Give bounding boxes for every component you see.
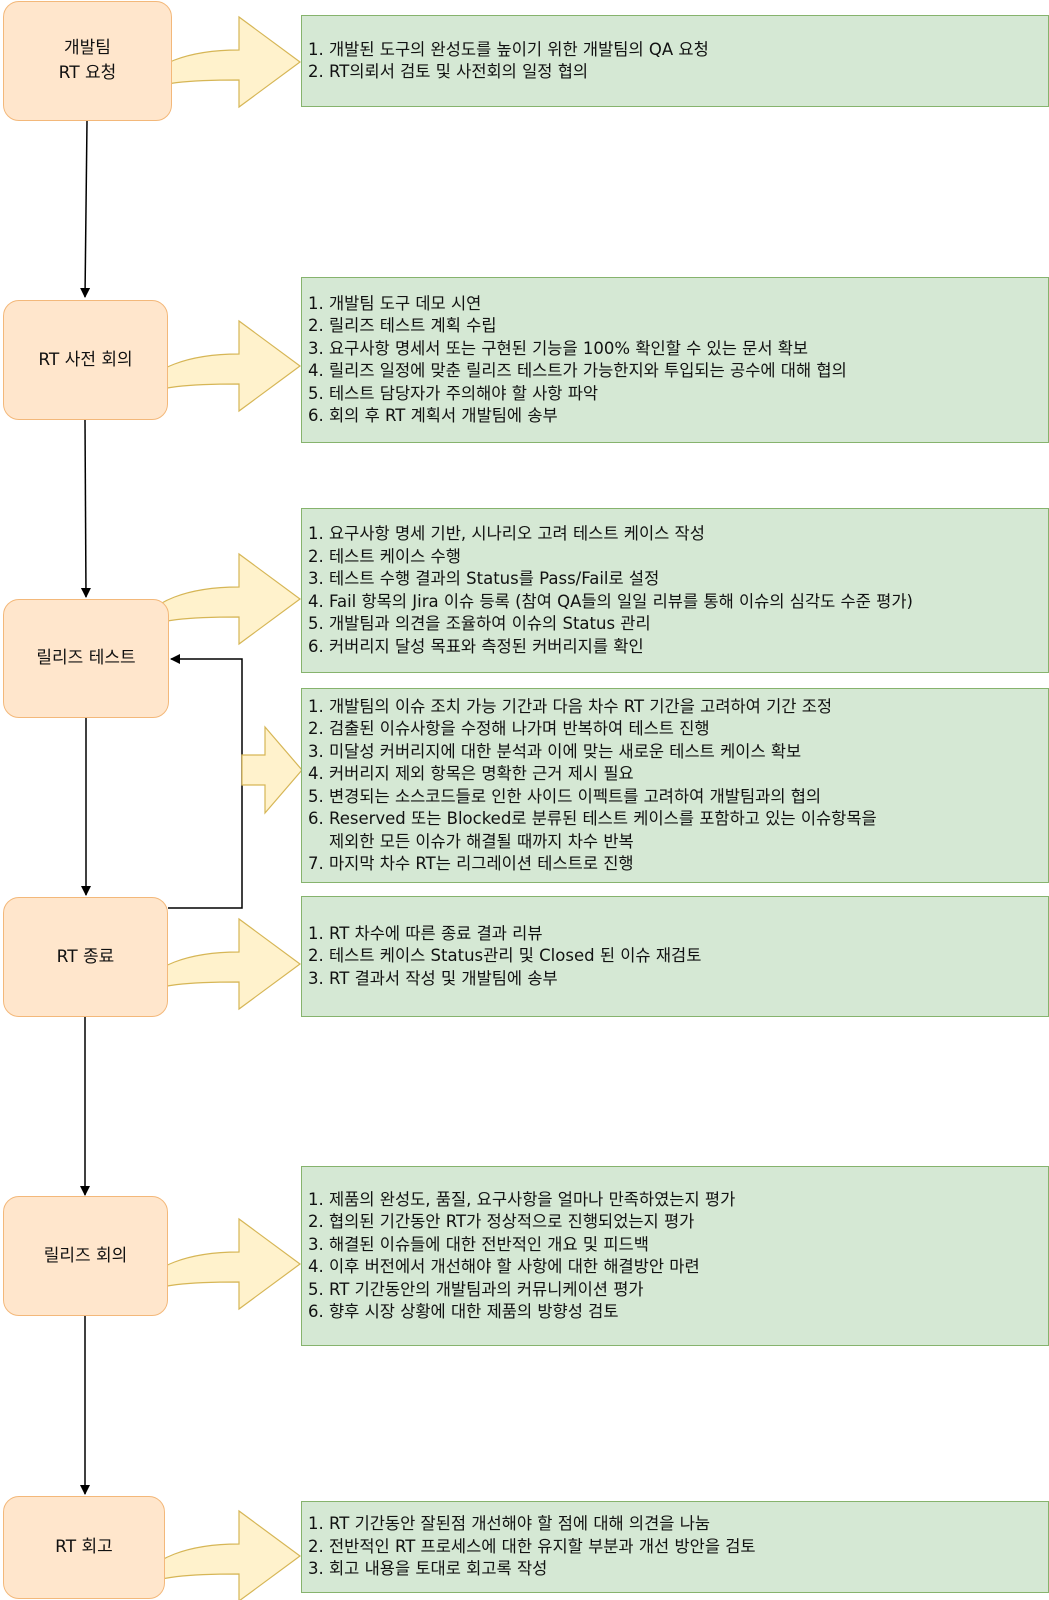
note-item: 3. 회고 내용을 토대로 회고록 작성	[308, 1559, 548, 1579]
note-item: 3. 요구사항 명세서 또는 구현된 기능을 100% 확인할 수 있는 문서 …	[308, 338, 809, 358]
note-item: 6. Reserved 또는 Blocked로 분류된 테스트 케이스를 포함하…	[308, 809, 877, 828]
note-item: 5. 테스트 담당자가 주의해야 할 사항 파악	[308, 383, 599, 403]
callout-arrow-4	[241, 725, 303, 815]
note-item: 3. 미달성 커버리지에 대한 분석과 이에 맞는 새로운 테스트 케이스 확보	[308, 741, 802, 761]
note-item: 4. Fail 항목의 Jira 이슈 등록 (참여 QA들의 일일 리뷰를 통…	[308, 591, 913, 611]
note-item: 1. 개발팀 도구 데모 시연	[308, 293, 482, 313]
note-item: 2. 릴리즈 테스트 계획 수립	[308, 316, 497, 335]
note-item: 2. 테스트 케이스 Status관리 및 Closed 된 이슈 재검토	[308, 946, 702, 966]
note-item: 6. 향후 시장 상황에 대한 제품의 방향성 검토	[308, 1302, 619, 1321]
step-rt-end: RT 종료	[3, 897, 168, 1017]
note-item: 1. 개발팀의 이슈 조치 가능 기간과 다음 차수 RT 기간을 고려하여 기…	[308, 696, 833, 716]
note-rt-end: 1. RT 차수에 따른 종료 결과 리뷰 2. 테스트 케이스 Status관…	[301, 896, 1049, 1017]
note-item: 5. 개발팀과 의견을 조율하여 이슈의 Status 관리	[308, 614, 651, 633]
note-item: 1. RT 기간동안 잘된점 개선해야 할 점에 대해 의견을 나눔	[308, 1514, 711, 1534]
note-item: 1. 제품의 완성도, 품질, 요구사항을 얼마나 만족하였는지 평가	[308, 1189, 736, 1209]
note-item: 6. 커버리지 달성 목표와 측정된 커버리지를 확인	[308, 636, 644, 656]
note-item: 4. 이후 버전에서 개선해야 할 사항에 대한 해결방안 마련	[308, 1257, 700, 1276]
note-item: 3. 테스트 수행 결과의 Status를 Pass/Fail로 설정	[308, 569, 660, 588]
note-release-meeting: 1. 제품의 완성도, 품질, 요구사항을 얼마나 만족하였는지 평가 2. 협…	[301, 1166, 1049, 1346]
note-item: 2. 협의된 기간동안 RT가 정상적으로 진행되었는지 평가	[308, 1212, 695, 1231]
note-iteration: 1. 개발팀의 이슈 조치 가능 기간과 다음 차수 RT 기간을 고려하여 기…	[301, 688, 1049, 883]
note-item: 제외한 모든 이슈가 해결될 때까지 차수 반복	[308, 831, 634, 851]
step-rt-pre-meeting: RT 사전 회의	[3, 300, 168, 420]
note-item: 5. 변경되는 소스코드들로 인한 사이드 이펙트를 고려하여 개발팀과의 협의	[308, 786, 822, 806]
note-item: 5. RT 기간동안의 개발팀과의 커뮤니케이션 평가	[308, 1279, 644, 1299]
flow-arrow-2	[80, 419, 91, 598]
note-item: 4. 커버리지 제외 항목은 명확한 근거 제시 필요	[308, 764, 634, 783]
step-rt-retrospective: RT 회고	[3, 1496, 165, 1599]
note-rt-pre-meeting: 1. 개발팀 도구 데모 시연 2. 릴리즈 테스트 계획 수립 3. 요구사항…	[301, 277, 1049, 443]
note-item: 1. 요구사항 명세 기반, 시나리오 고려 테스트 케이스 작성	[308, 524, 705, 543]
note-item: 2. RT의뢰서 검토 및 사전회의 일정 협의	[308, 62, 589, 81]
note-item: 4. 릴리즈 일정에 맞춘 릴리즈 테스트가 가능한지와 투입되는 공수에 대해…	[308, 361, 847, 380]
note-item: 3. RT 결과서 작성 및 개발팀에 송부	[308, 968, 558, 988]
step-rt-request: 개발팀 RT 요청	[3, 1, 172, 121]
note-item: 2. 테스트 케이스 수행	[308, 546, 461, 566]
flow-arrow-1	[80, 120, 91, 298]
note-item: 3. 해결된 이슈들에 대한 전반적인 개요 및 피드백	[308, 1234, 649, 1254]
note-item: 7. 마지막 차수 RT는 리그레이션 테스트로 진행	[308, 854, 634, 873]
note-release-test: 1. 요구사항 명세 기반, 시나리오 고려 테스트 케이스 작성 2. 테스트…	[301, 508, 1049, 673]
note-item: 1. 개발된 도구의 완성도를 높이기 위한 개발팀의 QA 요청	[308, 39, 709, 59]
step-release-meeting: 릴리즈 회의	[3, 1196, 168, 1316]
note-item: 2. 검출된 이슈사항을 수정해 나가며 반복하여 테스트 진행	[308, 719, 710, 738]
note-rt-request: 1. 개발된 도구의 완성도를 높이기 위한 개발팀의 QA 요청 2. RT의…	[301, 15, 1049, 107]
step-release-test: 릴리즈 테스트	[3, 599, 169, 718]
note-item: 2. 전반적인 RT 프로세스에 대한 유지할 부분과 개선 방안을 검토	[308, 1536, 756, 1556]
note-rt-retrospective: 1. RT 기간동안 잘된점 개선해야 할 점에 대해 의견을 나눔 2. 전반…	[301, 1501, 1049, 1593]
note-item: 1. RT 차수에 따른 종료 결과 리뷰	[308, 923, 543, 943]
loop-arrow	[168, 654, 243, 909]
note-item: 6. 회의 후 RT 계획서 개발팀에 송부	[308, 406, 558, 425]
